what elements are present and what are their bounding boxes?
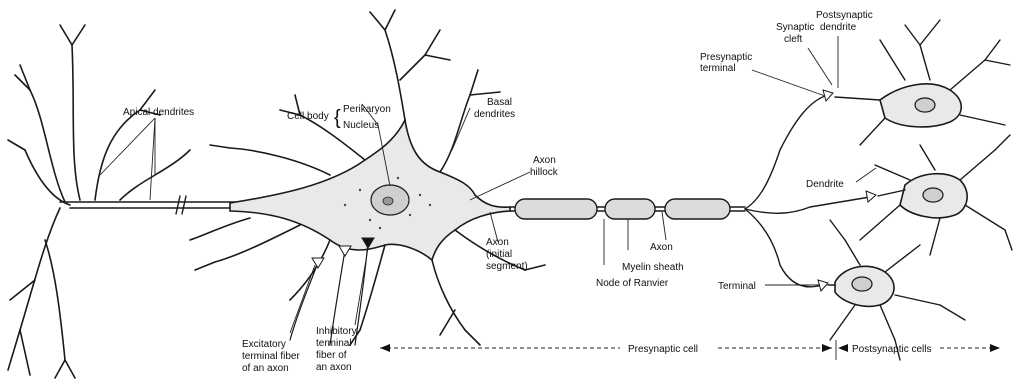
axon-break-marks [176, 196, 186, 214]
label-presynaptic-terminal-line2: terminal [700, 63, 736, 74]
label-postsynaptic-dendrite-line1: Postsynaptic [816, 10, 873, 21]
label-axon: Axon [650, 242, 673, 253]
label-inhibitory-line3: fiber of [316, 350, 347, 361]
presynaptic-boutons [818, 90, 876, 291]
label-basal-dendrites-line2: dendrites [474, 109, 515, 120]
label-inhibitory-line2: terminal [316, 338, 352, 349]
label-dendrite: Dendrite [806, 179, 844, 190]
label-myelin-sheath: Myelin sheath [622, 262, 684, 273]
label-axon-initial-line2: (initial [486, 249, 512, 260]
label-axon-hillock-line2: hillock [530, 167, 559, 178]
label-presynaptic-cell: Presynaptic cell [628, 344, 698, 355]
label-synaptic-cleft-line1: Synaptic [776, 22, 814, 33]
postsynaptic-cell-top [835, 20, 1010, 145]
myelin-segment-1 [515, 199, 597, 219]
label-axon-initial-line3: segment) [486, 261, 528, 272]
label-apical-dendrites: Apical dendrites [123, 107, 194, 118]
label-inhibitory-line1: Inhibitory [316, 326, 357, 337]
label-perikaryon: Perikaryon [343, 104, 391, 115]
label-synaptic-cleft-line2: cleft [784, 34, 803, 45]
label-axon-hillock-line1: Axon [533, 155, 556, 166]
label-postsynaptic-dendrite-line2: dendrite [820, 22, 857, 33]
label-nucleus: Nucleus [343, 120, 379, 131]
label-excitatory-line2: terminal fiber [242, 351, 300, 362]
label-cell-body-brace: { [334, 107, 341, 129]
myelin-segment-2 [605, 199, 655, 219]
postsynaptic-cell-middle [860, 135, 1012, 255]
label-axon-initial-line1: Axon [486, 237, 509, 248]
label-postsynaptic-cells: Postsynaptic cells [852, 344, 931, 355]
label-basal-dendrites-line1: Basal [487, 97, 512, 108]
label-inhibitory-line4: an axon [316, 362, 352, 373]
label-excitatory-line3: of an axon [242, 363, 289, 374]
leader-lines [100, 36, 876, 333]
presynaptic-terminal-branches [745, 95, 870, 287]
label-cell-body: Cell body [287, 111, 329, 122]
postsynaptic-cell-bottom [828, 220, 965, 360]
label-node-of-ranvier: Node of Ranvier [596, 278, 669, 289]
label-excitatory-line1: Excitatory [242, 339, 286, 350]
nucleolus [383, 197, 393, 205]
basal-dendrites-top [210, 10, 500, 175]
myelin-segment-3 [665, 199, 730, 219]
label-presynaptic-terminal-line1: Presynaptic [700, 52, 752, 63]
label-terminal: Terminal [718, 281, 756, 292]
